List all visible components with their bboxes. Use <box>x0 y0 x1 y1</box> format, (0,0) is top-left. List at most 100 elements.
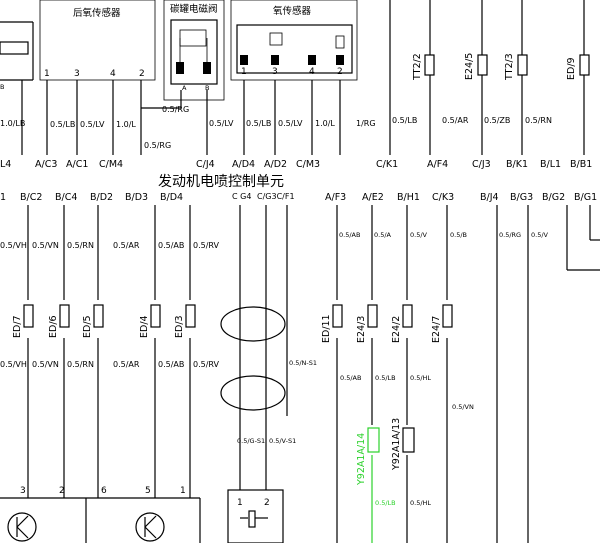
svg-text:4: 4 <box>110 69 116 79</box>
svg-text:0.5/AR: 0.5/AR <box>113 360 140 369</box>
svg-text:0.5/LV: 0.5/LV <box>278 119 303 128</box>
svg-text:A/D4: A/D4 <box>232 159 255 170</box>
svg-text:2: 2 <box>139 69 145 79</box>
svg-text:0.5/RG: 0.5/RG <box>499 231 521 239</box>
svg-text:0.5/AR: 0.5/AR <box>442 116 469 125</box>
svg-text:1: 1 <box>44 69 50 79</box>
svg-text:0.5/AB: 0.5/AB <box>339 231 360 239</box>
svg-text:1.0/LB: 1.0/LB <box>0 119 25 128</box>
oxygen-sensor-label: 氧传感器 <box>273 5 312 17</box>
svg-text:B/H1: B/H1 <box>397 192 420 203</box>
canister-solenoid-valve: 碳罐电磁阀 A B <box>163 0 225 101</box>
svg-text:B/D3: B/D3 <box>125 192 148 203</box>
svg-text:0.5/VN: 0.5/VN <box>32 360 59 369</box>
svg-text:1: 1 <box>237 498 243 508</box>
svg-text:6: 6 <box>101 486 107 496</box>
svg-text:A: A <box>182 84 187 92</box>
svg-text:ED/5: ED/5 <box>82 315 93 338</box>
svg-text:2: 2 <box>264 498 270 508</box>
svg-text:4: 4 <box>309 67 315 77</box>
svg-text:B/D4: B/D4 <box>160 192 183 203</box>
svg-text:0.5/N-S1: 0.5/N-S1 <box>289 359 317 367</box>
svg-text:ED/6: ED/6 <box>48 315 59 338</box>
svg-text:0.5/HL: 0.5/HL <box>410 374 431 382</box>
svg-text:0.5/AR: 0.5/AR <box>113 241 140 250</box>
svg-text:A/C3: A/C3 <box>35 159 57 170</box>
svg-text:ED/4: ED/4 <box>139 315 150 338</box>
svg-text:A/E2: A/E2 <box>362 192 384 203</box>
svg-text:B/C4: B/C4 <box>55 192 77 203</box>
svg-text:3: 3 <box>20 486 26 496</box>
svg-text:0.5/RV: 0.5/RV <box>193 241 220 250</box>
bottom-components: 3 2 6 5 1 1 2 <box>0 486 284 543</box>
svg-text:ED/3: ED/3 <box>174 315 185 338</box>
svg-text:0.5/LB: 0.5/LB <box>246 119 271 128</box>
top-wires: 1.0/LB 0.5/LB 0.5/LV 1.0/L 0.5/RG 0.5/RG… <box>0 0 585 155</box>
svg-text:0.5/V: 0.5/V <box>531 231 549 239</box>
svg-text:Y92A1A/13: Y92A1A/13 <box>391 418 402 471</box>
svg-text:0.5/RN: 0.5/RN <box>67 360 94 369</box>
svg-text:A/F3: A/F3 <box>325 192 346 203</box>
svg-text:C/K3: C/K3 <box>432 192 454 203</box>
svg-text:0.5/A: 0.5/A <box>374 231 392 239</box>
svg-text:0.5/AB: 0.5/AB <box>340 374 361 382</box>
svg-text:0.5/ZB: 0.5/ZB <box>484 116 510 125</box>
y92-connectors: Y92A1A/14 Y92A1A/13 <box>356 418 415 486</box>
svg-text:0.5/AB: 0.5/AB <box>158 360 184 369</box>
svg-text:0.5/RN: 0.5/RN <box>67 241 94 250</box>
svg-text:E24/2: E24/2 <box>391 316 402 343</box>
canister-valve-label: 碳罐电磁阀 <box>170 3 218 15</box>
svg-text:B/L1: B/L1 <box>540 159 561 170</box>
svg-text:C/M4: C/M4 <box>99 159 123 170</box>
svg-text:B/G1: B/G1 <box>574 192 597 203</box>
svg-text:B: B <box>0 83 4 91</box>
svg-text:0.5/VH: 0.5/VH <box>0 241 27 250</box>
svg-text:0.5/LB: 0.5/LB <box>375 374 396 382</box>
middle-wire-labels: 0.5/VH 0.5/VN 0.5/RN 0.5/AR 0.5/AB 0.5/R… <box>0 231 549 250</box>
svg-text:0.5/RN: 0.5/RN <box>525 116 552 125</box>
svg-text:B/C2: B/C2 <box>20 192 42 203</box>
svg-text:B/D2: B/D2 <box>90 192 113 203</box>
svg-text:3: 3 <box>272 67 278 77</box>
rear-oxygen-sensor-label: 后氧传感器 <box>73 7 121 19</box>
svg-text:0.5/LV: 0.5/LV <box>209 119 234 128</box>
ecu-bottom-pins: 1 B/C2 B/C4 B/D2 B/D3 B/D4 C G4 C/G3C/F1… <box>0 192 597 203</box>
lower-wire-labels: 0.5/VH 0.5/VN 0.5/RN 0.5/AR 0.5/AB 0.5/R… <box>0 359 474 507</box>
svg-text:E24/7: E24/7 <box>431 316 442 343</box>
svg-text:1.0/L: 1.0/L <box>315 119 335 128</box>
svg-text:0.5/LB: 0.5/LB <box>392 116 417 125</box>
svg-text:1: 1 <box>241 67 247 77</box>
left-ed-connectors: ED/7 ED/6 ED/5 ED/4 ED/3 <box>12 304 196 338</box>
svg-text:0.5/LB: 0.5/LB <box>50 120 75 129</box>
svg-text:A/D2: A/D2 <box>264 159 287 170</box>
svg-text:0.5/G-S1: 0.5/G-S1 <box>237 437 265 445</box>
svg-text:0.5/B: 0.5/B <box>450 231 467 239</box>
svg-text:A/F4: A/F4 <box>427 159 448 170</box>
svg-text:0.5/VN: 0.5/VN <box>32 241 59 250</box>
svg-text:0.5/VN: 0.5/VN <box>452 403 474 411</box>
svg-text:B/B1: B/B1 <box>570 159 592 170</box>
svg-text:0.5/V: 0.5/V <box>410 231 428 239</box>
svg-text:E24/3: E24/3 <box>356 316 367 343</box>
svg-text:0.5/V-S1: 0.5/V-S1 <box>269 437 296 445</box>
svg-text:0.5/RV: 0.5/RV <box>193 360 220 369</box>
svg-text:3: 3 <box>74 69 80 79</box>
svg-text:C/K1: C/K1 <box>376 159 398 170</box>
top-right-connectors: TT2/2 E24/5 TT2/3 ED/9 <box>412 53 590 81</box>
svg-text:0.5/LV: 0.5/LV <box>80 120 105 129</box>
svg-text:1: 1 <box>180 486 186 496</box>
svg-text:TT2/3: TT2/3 <box>504 53 515 81</box>
svg-text:ED/9: ED/9 <box>566 57 577 80</box>
svg-text:0.5/AB: 0.5/AB <box>158 241 184 250</box>
svg-text:C/M3: C/M3 <box>296 159 320 170</box>
svg-text:C G4: C G4 <box>232 192 251 201</box>
ecu-title: 发动机电喷控制单元 <box>158 174 284 190</box>
svg-text:B/K1: B/K1 <box>506 159 528 170</box>
right-connectors: ED/11 E24/3 E24/2 E24/7 <box>321 304 453 343</box>
svg-text:B: B <box>205 84 209 92</box>
svg-text:A/C1: A/C1 <box>66 159 88 170</box>
svg-text:Y92A1A/14: Y92A1A/14 <box>356 433 367 486</box>
svg-text:C/J4: C/J4 <box>196 159 215 170</box>
